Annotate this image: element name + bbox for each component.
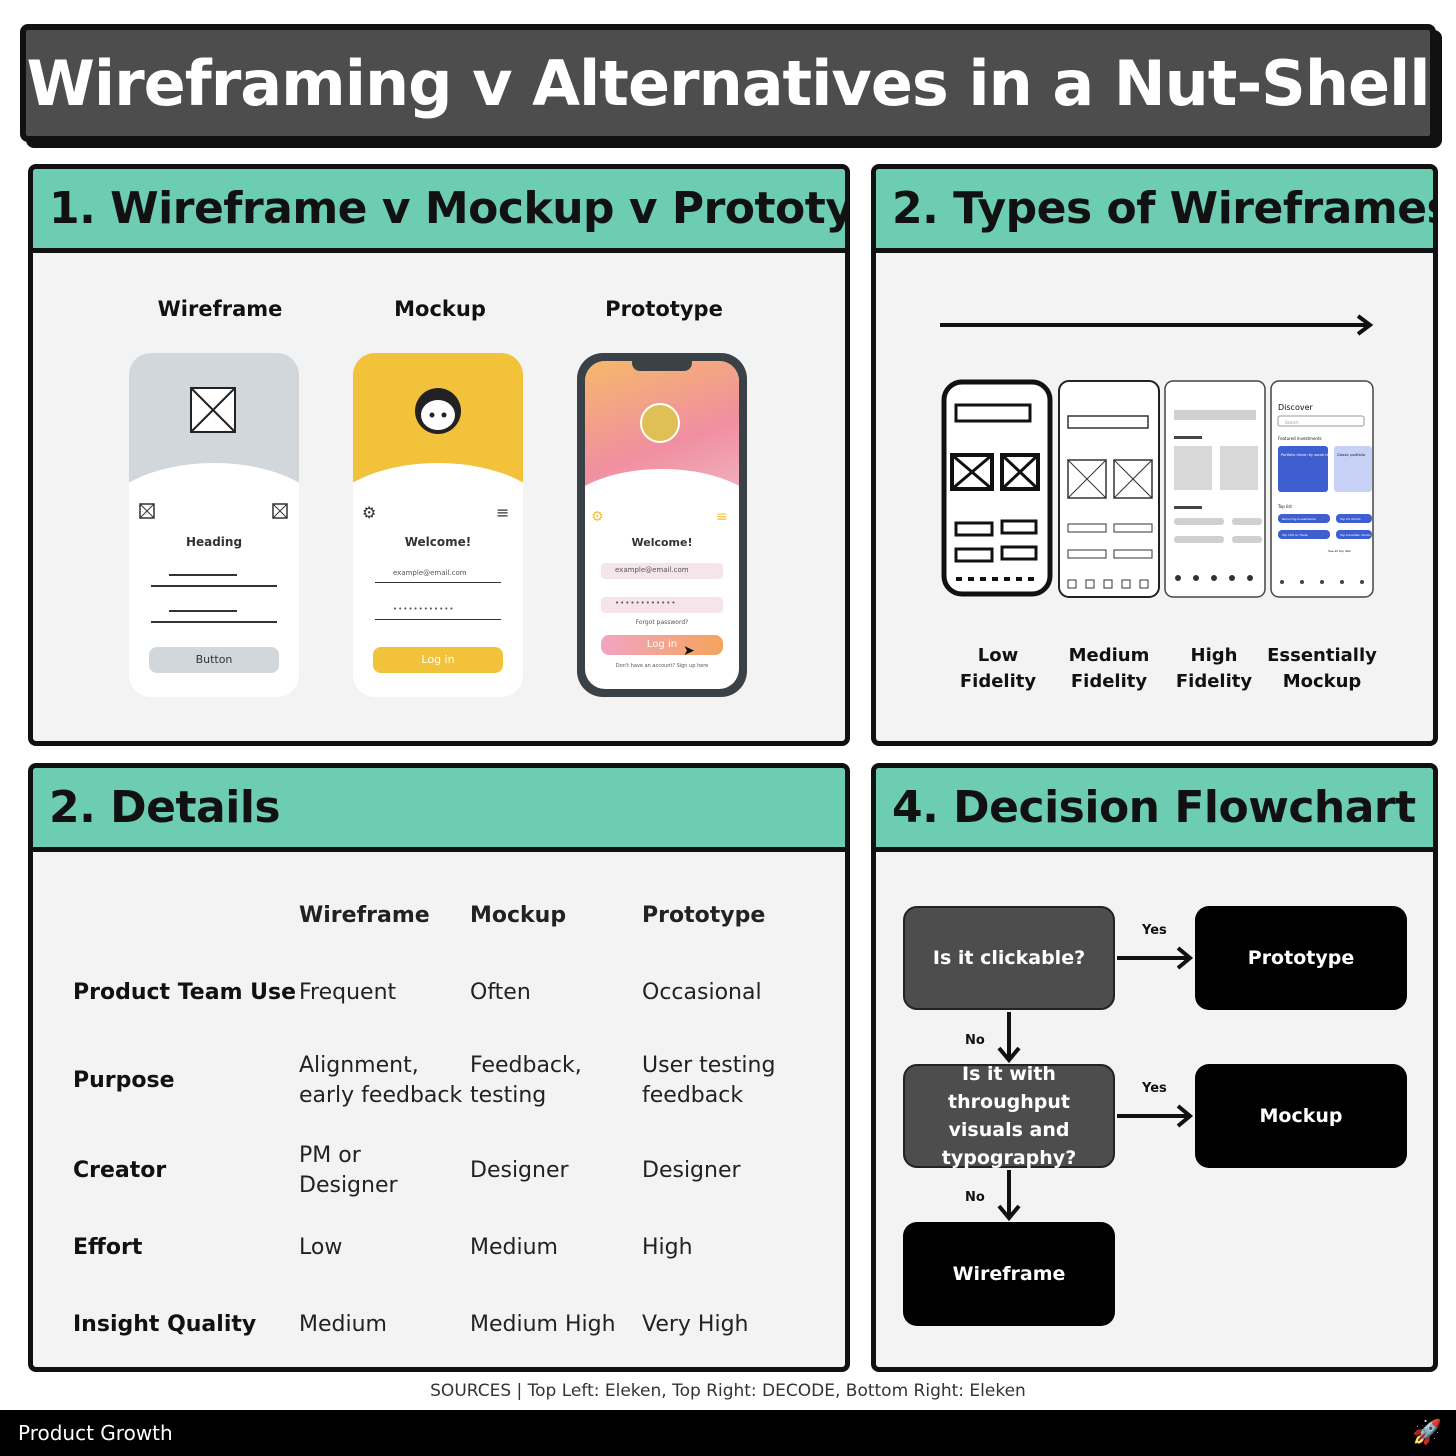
panel-header: 2. Details (33, 768, 845, 852)
footer-bar: Product Growth 🚀 (0, 1410, 1456, 1456)
row-label-product-team-use: Product Team Use (73, 980, 297, 1005)
row-label-insight-quality: Insight Quality (73, 1312, 257, 1337)
panel-header: 2. Types of Wireframes (876, 169, 1433, 253)
panel-title: 2. Types of Wireframes (892, 183, 1438, 234)
menu-icon: ≡ (716, 509, 728, 525)
table-cell: Medium High (470, 1312, 616, 1337)
high-fidelity-wireframe (1164, 380, 1266, 598)
mockup-phone: ⚙ ≡ Welcome! example@email.com •••••••••… (353, 353, 523, 697)
rocket-icon: 🚀 (1412, 1418, 1442, 1446)
avatar-icon (415, 388, 461, 434)
column-label-mockup: Mockup (394, 297, 486, 321)
classic-portfolio-card-title: Classic portfolio (1337, 453, 1365, 457)
table-cell: Low (299, 1235, 343, 1260)
discover-title: Discover (1278, 403, 1314, 412)
gear-icon: ⚙ (362, 503, 377, 522)
prototype-forgot: Forgot password? (635, 619, 689, 626)
table-cell: Designer (470, 1158, 569, 1183)
panel-title: 2. Details (49, 782, 281, 833)
flow-answer-wireframe: Wireframe (903, 1222, 1115, 1326)
flow-answer-prototype: Prototype (1195, 906, 1407, 1010)
prototype-login-button: Log in (601, 635, 723, 655)
table-cell: Very High (642, 1312, 749, 1337)
fidelity-arrow-icon (940, 314, 1374, 336)
wireframe-button: Button (149, 647, 279, 673)
table-cell: Designer (642, 1158, 741, 1183)
mockup-password: •••••••••••• (393, 605, 455, 613)
column-label-wireframe: Wireframe (157, 297, 283, 321)
table-cell: Occasional (642, 980, 762, 1005)
top-list-chip: Top 100 on Trade (1281, 533, 1308, 537)
prototype-phone: ⚙ ≡ Welcome! example@email.com •••••••••… (577, 353, 747, 697)
see-all-link: See all top lists (1328, 549, 1351, 553)
top-list-chip: Top US stocks (1339, 517, 1361, 521)
low-fidelity-wireframe (941, 379, 1053, 597)
table-cell: Medium (299, 1312, 387, 1337)
top-list-chip: Recurring investments (1282, 517, 1316, 521)
flow-question-clickable: Is it clickable? (903, 906, 1115, 1010)
wireframe-phone: Heading Button (129, 353, 299, 697)
panel-details: 2. Details Wireframe Mockup Prototype Pr… (28, 763, 850, 1372)
featured-investments-label: Featured investments (1278, 436, 1322, 441)
flow-label-yes: Yes (1142, 1081, 1167, 1096)
mockup-welcome: Welcome! (404, 535, 472, 549)
title-banner: Wireframing v Alternatives in a Nut-Shel… (20, 24, 1436, 142)
panel-decision-flowchart: 4. Decision Flowchart Is it clickable? P… (871, 763, 1438, 1372)
placeholder-icon (272, 503, 288, 519)
portfolio-card-title: Portfolio driven by social responsibilit… (1281, 453, 1349, 457)
cursor-icon: ➤ (683, 643, 695, 659)
row-label-purpose: Purpose (73, 1068, 175, 1093)
sources-caption: SOURCES | Top Left: Eleken, Top Right: D… (430, 1381, 1026, 1401)
image-placeholder-icon (190, 387, 236, 433)
panel-types-of-wireframes: 2. Types of Wireframes (871, 164, 1438, 746)
panel-title: 4. Decision Flowchart (892, 782, 1416, 833)
table-header-mockup: Mockup (470, 903, 567, 928)
mockup-login-button: Log in (373, 647, 503, 673)
table-header-wireframe: Wireframe (299, 903, 430, 928)
prototype-password: •••••••••••• (615, 599, 677, 607)
placeholder-icon (139, 503, 155, 519)
flow-answer-mockup: Mockup (1195, 1064, 1407, 1168)
essentially-mockup-screen: Discover Search Featured investments Por… (1270, 380, 1374, 598)
table-cell: Medium (470, 1235, 558, 1260)
flow-label-no: No (965, 1033, 985, 1048)
table-cell: Feedback,testing (470, 1053, 582, 1108)
prototype-welcome: Welcome! (631, 536, 693, 549)
gear-icon: ⚙ (591, 509, 604, 525)
wireframe-heading: Heading (185, 535, 243, 549)
footer-brand: Product Growth (18, 1421, 173, 1445)
panel-header: 1. Wireframe v Mockup v Prototype (33, 169, 845, 253)
top-list-label: Top list (1277, 504, 1292, 509)
table-cell: Often (470, 980, 531, 1005)
column-label-prototype: Prototype (605, 297, 723, 321)
panel-wireframe-mockup-prototype: 1. Wireframe v Mockup v Prototype Wirefr… (28, 164, 850, 746)
flow-label-no: No (965, 1190, 985, 1205)
table-cell: Alignment,early feedback (299, 1053, 463, 1108)
mockup-email: example@email.com (393, 569, 467, 577)
table-cell: High (642, 1235, 693, 1260)
table-cell: Frequent (299, 980, 397, 1005)
medium-fidelity-wireframe (1058, 380, 1160, 598)
panel-header: 4. Decision Flowchart (876, 768, 1433, 852)
flow-arrows (997, 946, 1194, 1222)
avatar (640, 403, 680, 443)
prototype-email: example@email.com (615, 566, 689, 574)
panel-title: 1. Wireframe v Mockup v Prototype (49, 183, 850, 234)
row-label-creator: Creator (73, 1158, 167, 1183)
table-header-prototype: Prototype (642, 903, 766, 928)
search-placeholder: Search (1285, 420, 1299, 425)
menu-icon: ≡ (496, 503, 510, 522)
prototype-signup: Don't have an account? Sign up here (615, 663, 709, 669)
page-title: Wireframing v Alternatives in a Nut-Shel… (26, 46, 1430, 120)
flow-label-yes: Yes (1142, 923, 1167, 938)
top-list-chip: Top Canadian stocks (1339, 533, 1371, 537)
row-label-effort: Effort (73, 1235, 143, 1260)
